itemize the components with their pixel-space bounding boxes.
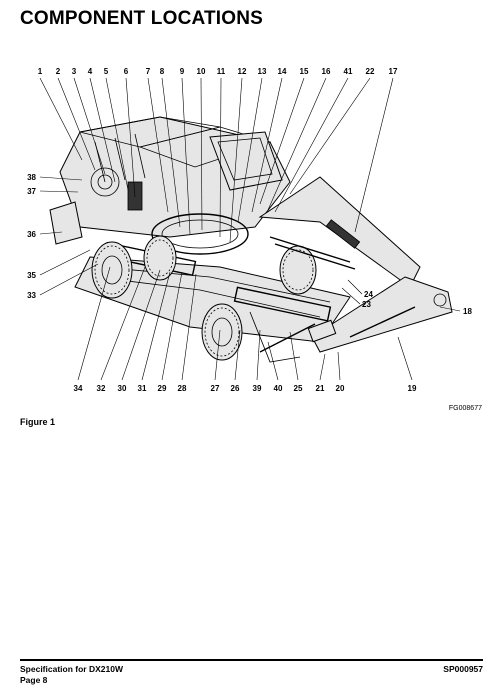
rear-right-tire	[143, 235, 177, 281]
callout-20: 20	[336, 384, 345, 393]
callout-15: 15	[300, 67, 309, 76]
callout-5: 5	[104, 67, 109, 76]
callout-7: 7	[146, 67, 151, 76]
callout-22: 22	[366, 67, 375, 76]
callout-28: 28	[178, 384, 187, 393]
callout-18: 18	[463, 307, 472, 316]
callout-32: 32	[97, 384, 106, 393]
right-callouts: 24 23 18	[362, 290, 472, 316]
callout-23: 23	[362, 300, 371, 309]
page-number: Page 8	[20, 675, 48, 685]
figure-code: FG008677	[448, 405, 482, 412]
document-code: SP000957	[443, 664, 483, 674]
callout-11: 11	[217, 67, 226, 76]
rear-left-tire	[91, 241, 133, 299]
callout-9: 9	[180, 67, 185, 76]
callout-41: 41	[344, 67, 353, 76]
callout-35: 35	[27, 271, 36, 280]
callout-38: 38	[27, 173, 36, 182]
callout-1: 1	[38, 67, 43, 76]
page-title: COMPONENT LOCATIONS	[20, 8, 264, 29]
callout-40: 40	[274, 384, 283, 393]
footer-left: Specification for DX210W Page 8	[20, 664, 123, 686]
callout-8: 8	[160, 67, 165, 76]
top-callouts: 1 2 3 4 5 6 7 8 9 10 11 12 13 14 15 16 4…	[38, 67, 398, 76]
excavator-diagram: 1 2 3 4 5 6 7 8 9 10 11 12 13 14 15 16 4…	[27, 67, 472, 393]
callout-6: 6	[124, 67, 129, 76]
callout-24: 24	[364, 290, 373, 299]
front-left-tire	[201, 303, 243, 361]
left-callouts: 38 37 36 35 33	[27, 173, 36, 300]
callout-2: 2	[56, 67, 61, 76]
callout-30: 30	[118, 384, 127, 393]
callout-34: 34	[74, 384, 83, 393]
bottom-callouts: 34 32 30 31 29 28 27 26 39 40 25 21 20 1…	[74, 384, 417, 393]
callout-16: 16	[322, 67, 331, 76]
leader-lines	[39, 77, 461, 381]
callout-12: 12	[238, 67, 247, 76]
spec-label: Specification for DX210W	[20, 664, 123, 674]
callout-4: 4	[88, 67, 93, 76]
excavator-illustration	[49, 116, 453, 363]
callout-26: 26	[231, 384, 240, 393]
figure-caption: Figure 1	[20, 417, 56, 427]
callout-33: 33	[27, 291, 36, 300]
callout-17: 17	[389, 67, 398, 76]
front-right-tire	[279, 245, 317, 295]
callout-21: 21	[316, 384, 325, 393]
component-locations-figure: 1 2 3 4 5 6 7 8 9 10 11 12 13 14 15 16 4…	[20, 62, 482, 402]
callout-29: 29	[158, 384, 167, 393]
footer-divider	[20, 659, 483, 661]
callout-19: 19	[408, 384, 417, 393]
callout-37: 37	[27, 187, 36, 196]
callout-25: 25	[294, 384, 303, 393]
callout-3: 3	[72, 67, 77, 76]
callout-10: 10	[197, 67, 206, 76]
callout-36: 36	[27, 230, 36, 239]
callout-13: 13	[258, 67, 267, 76]
callout-31: 31	[138, 384, 147, 393]
callout-39: 39	[253, 384, 262, 393]
callout-27: 27	[211, 384, 220, 393]
callout-14: 14	[278, 67, 287, 76]
